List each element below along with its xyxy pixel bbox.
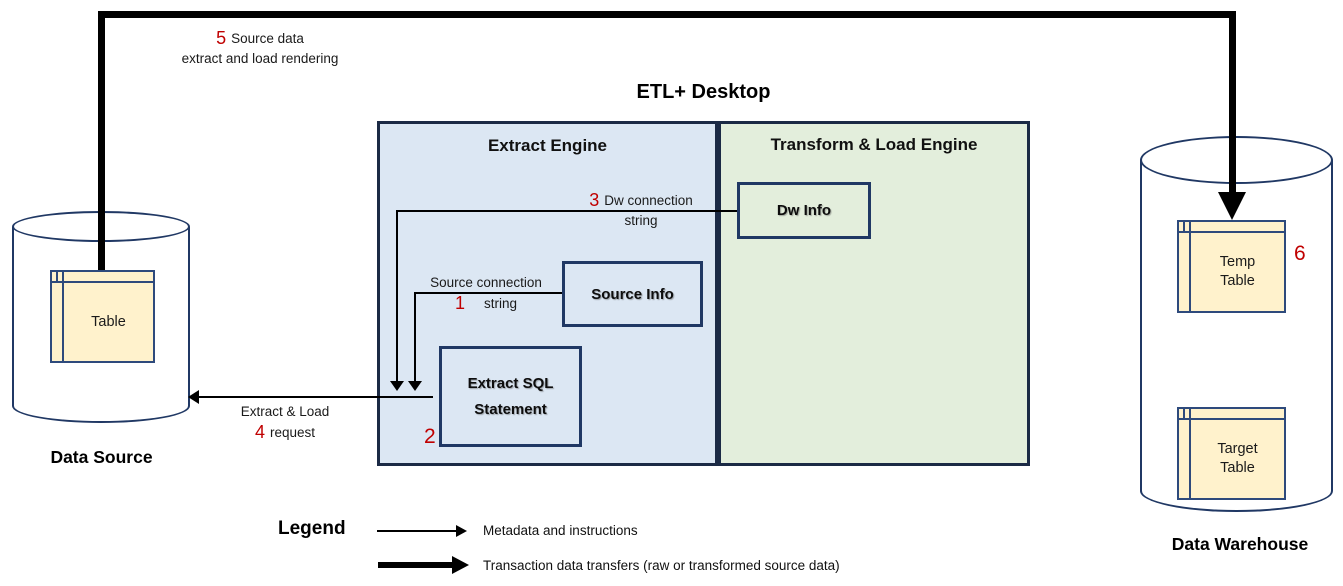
extract-engine-header: Extract Engine [487, 136, 608, 155]
annotation-6: 6 [1294, 242, 1306, 265]
data-source-label: Data Source [50, 447, 153, 467]
annotation-3-number: 3 [589, 190, 600, 210]
dw-info-box: Dw Info [737, 182, 871, 239]
table-corner-line [56, 272, 58, 283]
diagram-title: ETL+ Desktop [636, 81, 771, 103]
temp-table-icon: Temp Table [1177, 220, 1286, 313]
annotation-5-number: 5 [216, 28, 227, 48]
source-info-box: Source Info [562, 261, 703, 327]
dw-connection-line-horizontal [396, 210, 738, 212]
target-table-icon: Target Table [1177, 407, 1286, 500]
source-table-icon: Table [50, 270, 155, 363]
legend-thick-arrowhead [452, 556, 469, 574]
annotation-3-text-line2: string [624, 213, 658, 228]
legend-thin-arrow-line [377, 530, 457, 532]
annotation-3: 3 Dw connection string [570, 190, 712, 231]
temp-table-label: Temp Table [1219, 254, 1256, 289]
annotation-4-number: 4 [254, 422, 265, 442]
data-warehouse-label: Data Warehouse [1171, 534, 1309, 554]
annotation-4-text: Extract & Load [240, 404, 330, 419]
annotation-4-text-line2: request [269, 425, 316, 440]
annotation-2: 2 [424, 425, 436, 448]
legend-thin-label: Metadata and instructions [483, 523, 638, 538]
source-connection-line-horizontal [414, 292, 564, 294]
dw-connection-line-vertical [396, 210, 398, 382]
legend-thick-label: Transaction data transfers (raw or trans… [483, 558, 840, 573]
data-warehouse-cylinder-top [1140, 136, 1333, 184]
table-corner-line [1183, 409, 1185, 420]
annotation-4: Extract & Load 4 request [222, 402, 348, 443]
transfer-line-top-horizontal [98, 11, 1236, 18]
transform-load-engine-header: Transform & Load Engine [770, 135, 978, 154]
table-header-line [52, 281, 153, 283]
annotation-5-text-line2: extract and load rendering [181, 51, 339, 66]
annotation-5-text: Source data [231, 31, 304, 46]
table-header-line [1179, 231, 1284, 233]
extract-load-request-arrowhead [188, 390, 199, 404]
legend-title: Legend [278, 518, 346, 539]
table-header-line [1179, 418, 1284, 420]
transfer-arrowhead-into-warehouse [1218, 192, 1246, 220]
dw-connection-arrowhead [390, 381, 404, 391]
source-table-label: Table [91, 313, 126, 330]
annotation-5: 5 Source data extract and load rendering [150, 28, 370, 69]
annotation-1-text-line2: string [484, 296, 518, 311]
target-table-label: Target Table [1217, 441, 1258, 476]
transfer-line-right-vertical [1229, 11, 1236, 193]
table-corner-line [1183, 222, 1185, 233]
transform-load-engine-panel [718, 121, 1030, 466]
annotation-1: Source connection 1 string [417, 273, 555, 314]
table-column-line [62, 272, 64, 361]
annotation-3-text: Dw connection [604, 193, 693, 208]
source-connection-line-vertical [414, 292, 416, 382]
legend-thick-arrow-line [378, 562, 454, 568]
extract-load-request-line [197, 396, 433, 398]
extract-sql-statement-box: Extract SQL Statement [439, 346, 582, 447]
table-column-line [1189, 409, 1191, 498]
legend-thin-arrowhead [456, 525, 467, 537]
source-connection-arrowhead [408, 381, 422, 391]
annotation-1-number: 1 [454, 293, 465, 313]
transfer-line-left-vertical [98, 11, 105, 272]
table-column-line [1189, 222, 1191, 311]
annotation-1-text: Source connection [430, 275, 542, 290]
